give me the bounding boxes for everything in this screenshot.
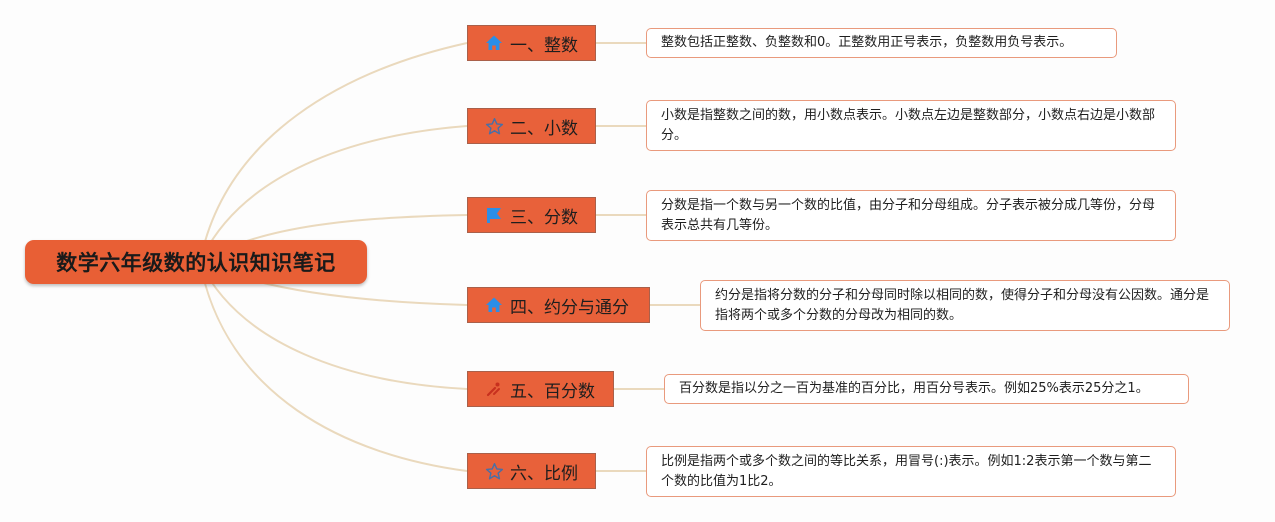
branch-topic-label: 三、分数 bbox=[510, 207, 578, 228]
branch-topic-fractions[interactable]: 三、分数 bbox=[467, 197, 596, 233]
connector-root-branch-1 bbox=[199, 42, 468, 263]
branch-topic-label: 二、小数 bbox=[510, 118, 578, 139]
branch-topic-ratios[interactable]: 六、比例 bbox=[467, 453, 596, 489]
note-decimals: 小数是指整数之间的数，用小数点表示。小数点左边是整数部分，小数点右边是小数部分。 bbox=[646, 100, 1176, 151]
star-outline-icon bbox=[484, 461, 504, 481]
branch-topic-label: 四、约分与通分 bbox=[510, 297, 629, 318]
note-text: 小数是指整数之间的数，用小数点表示。小数点左边是整数部分，小数点右边是小数部分。 bbox=[661, 107, 1156, 143]
root-topic-label: 数学六年级数的认识知识笔记 bbox=[56, 251, 336, 275]
note-text: 百分数是指以分之一百为基准的百分比，用百分号表示。例如25%表示25分之1。 bbox=[679, 381, 1149, 396]
connector-root-branch-5 bbox=[199, 261, 468, 390]
note-fractions: 分数是指一个数与另一个数的比值，由分子和分母组成。分子表示被分成几等份，分母表示… bbox=[646, 190, 1176, 241]
branch-topic-label: 五、百分数 bbox=[510, 381, 595, 402]
branch-topic-decimals[interactable]: 二、小数 bbox=[467, 108, 596, 144]
note-integers: 整数包括正整数、负整数和0。正整数用正号表示，负整数用负号表示。 bbox=[646, 28, 1117, 58]
house-icon bbox=[484, 33, 504, 53]
note-percentages: 百分数是指以分之一百为基准的百分比，用百分号表示。例如25%表示25分之1。 bbox=[664, 374, 1189, 404]
branch-topic-label: 一、整数 bbox=[510, 35, 578, 56]
star-outline-icon bbox=[484, 116, 504, 136]
branch-topic-integers[interactable]: 一、整数 bbox=[467, 25, 596, 61]
note-text: 整数包括正整数、负整数和0。正整数用正号表示，负整数用负号表示。 bbox=[661, 35, 1073, 50]
branch-topic-label: 六、比例 bbox=[510, 463, 578, 484]
branch-topic-reduction-common-denominator[interactable]: 四、约分与通分 bbox=[467, 287, 650, 323]
note-text: 分数是指一个数与另一个数的比值，由分子和分母组成。分子表示被分成几等份，分母表示… bbox=[661, 197, 1156, 233]
root-topic[interactable]: 数学六年级数的认识知识笔记 bbox=[25, 240, 367, 284]
note-ratios: 比例是指两个或多个数之间的等比关系，用冒号(:)表示。例如1:2表示第一个数与第… bbox=[646, 446, 1176, 497]
tools-icon bbox=[484, 379, 504, 399]
house-icon bbox=[484, 295, 504, 315]
note-text: 比例是指两个或多个数之间的等比关系，用冒号(:)表示。例如1:2表示第一个数与第… bbox=[661, 453, 1152, 489]
flag-icon bbox=[484, 205, 504, 225]
branch-topic-percentages[interactable]: 五、百分数 bbox=[467, 371, 614, 407]
note-text: 约分是指将分数的分子和分母同时除以相同的数，使得分子和分母没有公因数。通分是指将… bbox=[715, 287, 1210, 323]
connector-root-branch-6 bbox=[199, 261, 468, 472]
connector-root-branch-2 bbox=[199, 125, 468, 263]
note-reduction-common-denominator: 约分是指将分数的分子和分母同时除以相同的数，使得分子和分母没有公因数。通分是指将… bbox=[700, 280, 1230, 331]
